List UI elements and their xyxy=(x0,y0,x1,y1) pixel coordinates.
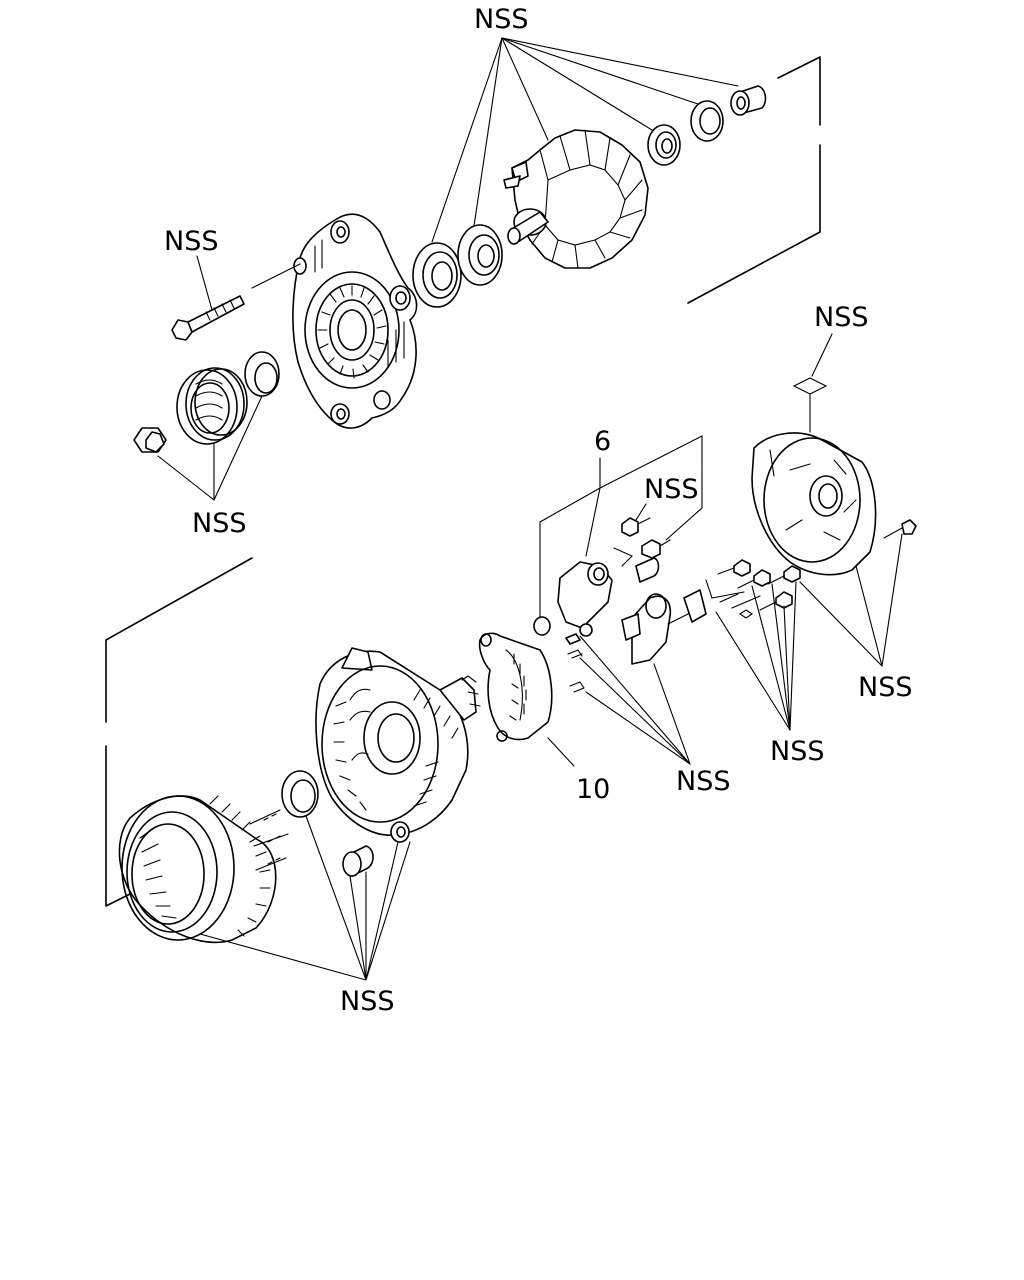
regulator-screws xyxy=(565,517,671,693)
bushing xyxy=(730,85,767,116)
rear-housing xyxy=(315,647,481,843)
through-bolt xyxy=(171,295,245,341)
spacer-ring xyxy=(244,351,280,397)
label-nss-pulley: NSS xyxy=(192,508,246,539)
rear-cover xyxy=(751,377,917,576)
front-bearing xyxy=(412,242,462,308)
stator xyxy=(118,795,289,944)
label-part-10: 10 xyxy=(576,774,610,805)
bearing-retainer xyxy=(457,224,503,286)
rectifier xyxy=(478,632,553,742)
label-nss-top: NSS xyxy=(474,4,528,35)
brush-holder xyxy=(621,593,701,665)
label-nss-bolt: NSS xyxy=(164,226,218,257)
label-nss-cover-screws: NSS xyxy=(858,672,912,703)
terminal-bolts xyxy=(717,559,801,619)
label-nss-stator-frame: NSS xyxy=(340,986,394,1017)
lower-leader-lines xyxy=(199,333,903,981)
top-leader-lines xyxy=(157,37,739,501)
seal-ring xyxy=(281,770,319,818)
label-nss-terminal-bolts: NSS xyxy=(770,736,824,767)
label-part-6: 6 xyxy=(594,426,611,457)
front-housing xyxy=(292,213,418,429)
regulator-assembly xyxy=(533,547,633,637)
label-nss-regulator: NSS xyxy=(644,474,698,505)
rear-bearing xyxy=(647,124,681,166)
top-assembly-bracket xyxy=(687,56,821,304)
front-nut xyxy=(133,427,167,453)
lower-bushing xyxy=(342,845,374,877)
label-nss-rear-cover: NSS xyxy=(814,302,868,333)
lower-assembly-bracket xyxy=(105,557,253,907)
rear-bearing-cover xyxy=(690,100,724,142)
rotor xyxy=(503,129,649,269)
label-nss-brush-parts: NSS xyxy=(676,766,730,797)
pulley xyxy=(176,367,248,445)
